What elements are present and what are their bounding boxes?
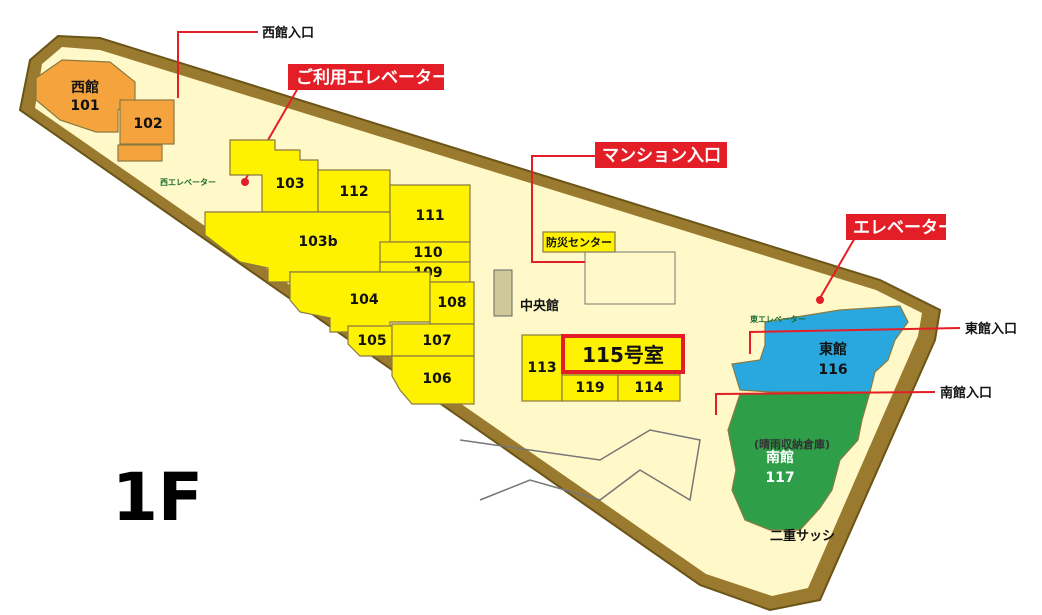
elevator-use-callout: ご利用エレベーター 西エレベーター [160, 64, 449, 187]
south-wing[interactable]: (晴雨収納倉庫) 南館 117 二重サッシ [727, 391, 871, 544]
south-entrance-callout: 南館入口 [715, 385, 992, 415]
east-entrance-callout: 東館入口 [749, 321, 1017, 354]
disaster-center-label: 防災センター [546, 235, 612, 249]
site-ground [35, 47, 922, 596]
room-113-label: 113 [527, 360, 556, 376]
east-elevator-label: 東エレベーター [750, 314, 806, 324]
south-entrance-label: 南館入口 [940, 385, 992, 401]
mansion-area: 防災センター マンション入口 [531, 142, 727, 305]
south-wing-name: 南館 [766, 449, 794, 466]
room-119-label: 119 [575, 380, 604, 396]
elevator-callout: エレベーター 東エレベーター [750, 214, 955, 324]
central-building-label: 中央館 [520, 298, 559, 314]
room-107-label: 107 [422, 333, 451, 349]
room-110-label: 110 [413, 245, 442, 261]
elevator-label: エレベーター [853, 218, 955, 238]
room-116-label: 116 [818, 362, 847, 378]
room-101-label: 101 [70, 98, 99, 114]
room-114-label: 114 [634, 380, 663, 396]
west-entrance-callout: 西館入口 [177, 25, 314, 98]
west-elevator-label: 西エレベーター [160, 177, 216, 187]
east-entrance-label: 東館入口 [965, 321, 1017, 337]
room-103b-label: 103b [298, 234, 337, 250]
storage-note-label: (晴雨収納倉庫) [754, 437, 830, 451]
room-104-label: 104 [349, 292, 378, 308]
room-106-label: 106 [422, 371, 451, 387]
room-115-highlight[interactable] [561, 334, 685, 374]
room-105-label: 105 [357, 333, 386, 349]
room-103-label: 103 [275, 176, 304, 192]
room-115-label: 115号室 [582, 343, 664, 367]
west-wing-name: 西館 [71, 79, 99, 96]
disaster-center[interactable] [542, 231, 616, 253]
central-room-block: 113 119 114 115号室 [521, 334, 685, 402]
east-wing-name: 東館 [819, 341, 847, 358]
west-wing[interactable]: 西館 101 102 [35, 59, 175, 162]
elevator-use-label: ご利用エレベーター [296, 67, 449, 88]
garden-path [459, 429, 701, 502]
room-102-label: 102 [133, 116, 162, 132]
room-103[interactable] [229, 139, 319, 213]
central-building: 中央館 [493, 269, 559, 317]
room-106[interactable] [391, 355, 475, 405]
room-117-label: 117 [765, 470, 794, 486]
room-114[interactable] [617, 374, 681, 402]
room-108-label: 108 [437, 295, 466, 311]
room-111-label: 111 [415, 208, 444, 224]
room-107[interactable] [391, 323, 475, 357]
west-entrance-label: 西館入口 [262, 25, 314, 41]
yellow-room-cluster: 103 112 111 103b 110 109 104 108 105 107… [204, 139, 475, 405]
room-108[interactable] [429, 281, 475, 325]
double-sash-label: 二重サッシ [770, 528, 835, 544]
floor-label: 1F [112, 459, 203, 536]
room-112-label: 112 [339, 184, 368, 200]
room-105[interactable] [347, 325, 393, 357]
mansion-entrance-label: マンション入口 [602, 146, 721, 166]
